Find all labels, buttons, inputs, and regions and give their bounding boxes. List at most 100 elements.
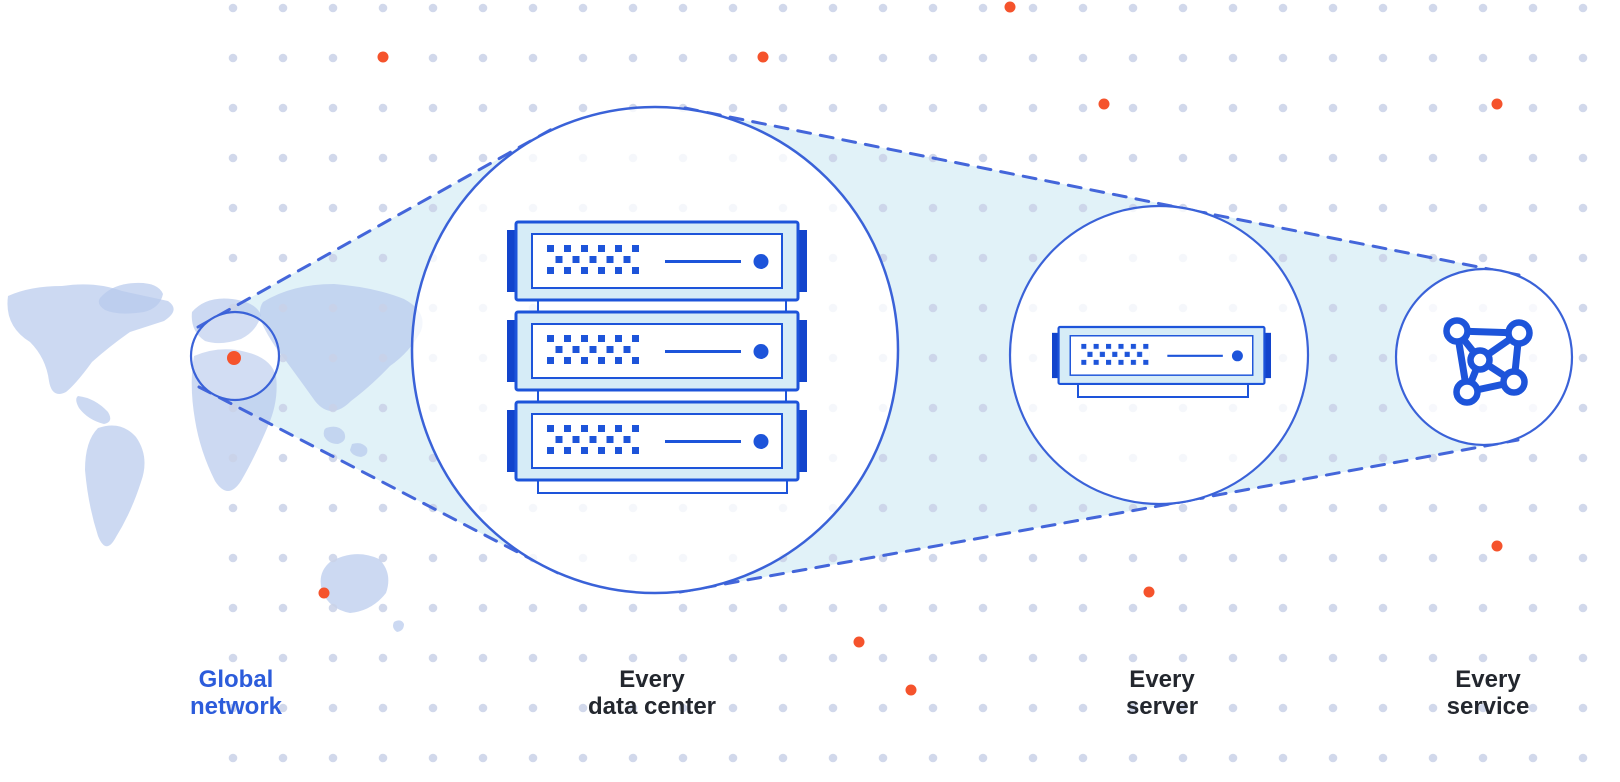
orange-accent-dot (377, 51, 389, 63)
grid-dot (1128, 703, 1138, 713)
grid-dot (628, 3, 638, 13)
grid-dot (1428, 103, 1438, 113)
grid-dot (1528, 53, 1538, 63)
grid-dot (278, 603, 288, 613)
grid-dot (1128, 603, 1138, 613)
grid-dot (278, 403, 288, 413)
grid-dot (1578, 253, 1588, 263)
grid-dot (228, 3, 238, 13)
grid-dot (778, 703, 788, 713)
grid-dot (228, 403, 238, 413)
orange-accent-dots (318, 1, 1503, 696)
grid-dot (1478, 103, 1488, 113)
grid-dot (228, 553, 238, 563)
grid-dot (1078, 103, 1088, 113)
grid-dot (378, 653, 388, 663)
grid-dot (978, 653, 988, 663)
grid-dot (928, 403, 938, 413)
grid-dot (1028, 703, 1038, 713)
grid-dot (478, 553, 488, 563)
grid-dot (378, 3, 388, 13)
grid-dot (378, 253, 388, 263)
grid-dot (1578, 503, 1588, 513)
grid-dot (1328, 3, 1338, 13)
grid-dot (428, 653, 438, 663)
grid-dot (528, 103, 538, 113)
grid-dot (628, 703, 638, 713)
grid-dot (1378, 453, 1388, 463)
grid-dot (1128, 553, 1138, 563)
grid-dot (1178, 653, 1188, 663)
label-every-data-center: Every data center (588, 666, 716, 720)
grid-dot (978, 303, 988, 313)
grid-dot (878, 453, 888, 463)
grid-dot (1028, 53, 1038, 63)
grid-dot (828, 603, 838, 613)
grid-dot (578, 53, 588, 63)
grid-dot (228, 753, 238, 763)
grid-dot (1428, 53, 1438, 63)
grid-dot (878, 603, 888, 613)
grid-dot (1078, 53, 1088, 63)
grid-dot (928, 553, 938, 563)
orange-map-marker-dot (227, 351, 241, 365)
grid-dot (328, 153, 338, 163)
orange-accent-dot (853, 636, 865, 648)
grid-dot (878, 503, 888, 513)
grid-dot (1378, 253, 1388, 263)
grid-dot (478, 603, 488, 613)
grid-dot (1578, 603, 1588, 613)
grid-dot (378, 703, 388, 713)
grid-dot (678, 703, 688, 713)
grid-dot (1178, 753, 1188, 763)
grid-dot (1278, 603, 1288, 613)
grid-dot (878, 103, 888, 113)
grid-dot (1178, 603, 1188, 613)
grid-dot (228, 153, 238, 163)
grid-dot (928, 253, 938, 263)
grid-dot (1078, 703, 1088, 713)
grid-dot (1578, 753, 1588, 763)
grid-dot (1328, 653, 1338, 663)
grid-dot (228, 103, 238, 113)
grid-dot (278, 703, 288, 713)
grid-dot (628, 53, 638, 63)
grid-dot (1578, 103, 1588, 113)
grid-dot (1328, 303, 1338, 313)
grid-dot (928, 753, 938, 763)
grid-dot (778, 53, 788, 63)
server-unit-icon (505, 220, 809, 302)
dashed-line-lower-3 (1166, 438, 1520, 506)
grid-dot (1528, 203, 1538, 213)
grid-dot (1528, 753, 1538, 763)
grid-dot (228, 453, 238, 463)
grid-dot (978, 503, 988, 513)
grid-dot (1178, 53, 1188, 63)
grid-dot (1228, 153, 1238, 163)
server-unit-icon (1050, 325, 1273, 398)
grid-dot (1378, 603, 1388, 613)
grid-dot (1278, 703, 1288, 713)
orange-accent-dot (1491, 98, 1503, 110)
grid-dot (778, 603, 788, 613)
grid-dot (328, 353, 338, 363)
grid-dot (428, 553, 438, 563)
grid-dot (678, 603, 688, 613)
grid-dot (278, 453, 288, 463)
label-every-service: Every service (1447, 666, 1530, 720)
grid-dot (428, 103, 438, 113)
grid-dot (728, 3, 738, 13)
grid-dot (828, 153, 838, 163)
grid-dot (978, 353, 988, 363)
grid-dot (828, 553, 838, 563)
grid-dot (1078, 603, 1088, 613)
grid-dot (1428, 203, 1438, 213)
grid-dot (1578, 403, 1588, 413)
grid-dot (928, 53, 938, 63)
grid-dot (1578, 203, 1588, 213)
grid-dot (1328, 703, 1338, 713)
orange-accent-dot (1098, 98, 1110, 110)
grid-dot (1078, 203, 1088, 213)
grid-dot (478, 753, 488, 763)
grid-dot (978, 403, 988, 413)
